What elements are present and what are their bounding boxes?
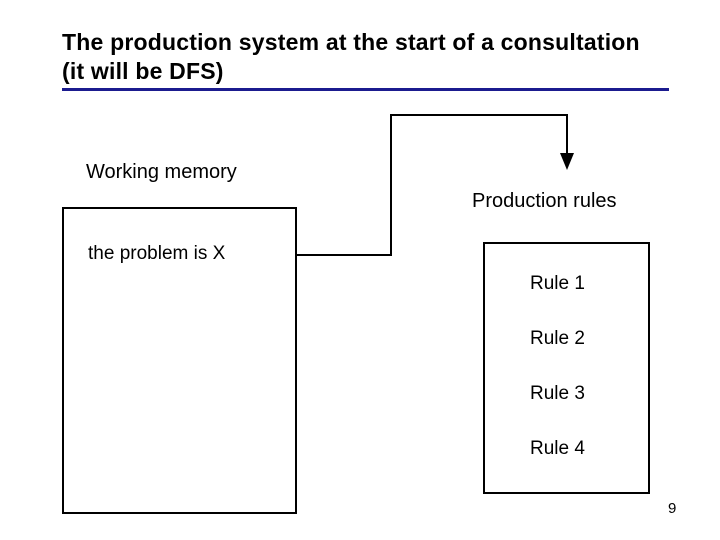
working-memory-label: Working memory [86,161,237,183]
rule-item: Rule 3 [530,383,585,404]
rule-item: Rule 2 [530,328,585,349]
connector-segment-vertical-left [390,114,392,256]
connector-segment-vertical-right [566,114,568,156]
page-title: The production system at the start of a … [62,29,640,85]
arrow-head-icon [560,153,574,170]
production-rules-label: Production rules [472,190,617,212]
title-underline [62,88,669,91]
page-number: 9 [668,500,677,517]
connector-segment-horizontal-lower [297,254,392,256]
working-memory-content: the problem is X [88,243,226,264]
production-rules-box [483,242,650,494]
working-memory-box [62,207,297,514]
rule-item: Rule 1 [530,273,585,294]
rule-item: Rule 4 [530,438,585,459]
connector-segment-horizontal-upper [390,114,568,116]
